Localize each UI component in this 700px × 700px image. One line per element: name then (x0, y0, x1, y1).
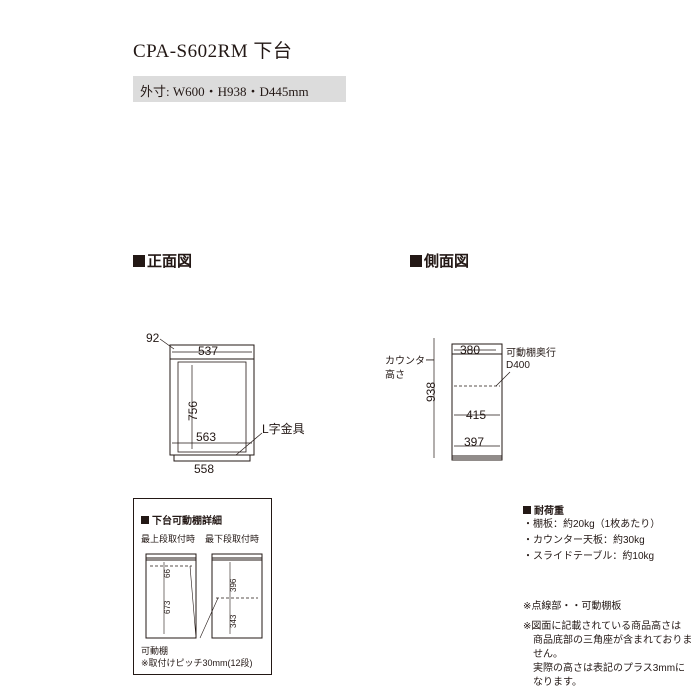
load-item-shelf: ・棚板：約20kg（1枚あたり） (523, 519, 661, 530)
square-bullet-icon (141, 516, 149, 524)
front-view-heading: 正面図 (133, 250, 192, 271)
detail-leader-left (189, 565, 197, 639)
square-bullet-icon (133, 255, 145, 267)
detail-caption-1: 可動棚 (141, 646, 169, 656)
counter-height-label-1: カウンター (385, 355, 435, 367)
dim-938-label: 938 (424, 382, 438, 402)
load-item-slide: ・スライドテーブル：約10kg (523, 551, 655, 562)
side-view-drawing: 380 415 397 938 カウンター 高さ 可動棚奥行 D400 (385, 338, 556, 461)
detail-right-cabinet (211, 557, 263, 639)
shelf-depth-leader (495, 371, 511, 387)
square-bullet-icon (410, 255, 422, 267)
dim-563-label: 563 (196, 430, 216, 444)
l-bracket-label: L字金具 (262, 421, 305, 436)
shelf-detail-box (133, 498, 272, 675)
outer-dims-bar (133, 76, 346, 102)
dim-343-label: 343 (229, 614, 238, 628)
dim-397-label: 397 (464, 435, 484, 449)
dim-92-leader (159, 338, 175, 350)
note-disclaimer-4: 実際の高さは表記のプラス3mmに (533, 663, 686, 674)
detail-left-top (145, 553, 197, 561)
detail-right-top (211, 553, 263, 561)
shelf-depth-label-2: D400 (506, 360, 530, 371)
note-disclaimer-2: 商品底部の三角座が含まれておりま (533, 635, 693, 646)
load-heading: 耐荷重 (523, 502, 564, 517)
note-dotted-line: ※点線部・・可動棚板 (523, 601, 622, 612)
bottom-mount-label: 最下段取付時 (205, 534, 260, 544)
dim-558-label: 558 (194, 462, 214, 475)
front-base (173, 454, 251, 462)
outer-dims-text: 外寸: W600・H938・D445mm (140, 84, 309, 99)
side-view-heading: 側面図 (410, 250, 469, 271)
dim-537-label: 537 (198, 344, 218, 358)
dim-92-label: 92 (146, 331, 160, 345)
front-counter-top (169, 344, 255, 360)
front-inner-opening (177, 361, 247, 453)
note-disclaimer-3: せん。 (533, 649, 563, 660)
dim-673-label: 673 (163, 600, 172, 614)
shelf-detail-drawing: 66 673 396 343 (145, 553, 263, 639)
square-bullet-icon (523, 506, 531, 514)
front-view-drawing: 537 92 756 563 558 L字金具 (146, 331, 305, 475)
dim-66-label: 66 (163, 569, 172, 578)
note-disclaimer-1: ※図面に記載されている商品高さは (523, 621, 682, 632)
detail-leader-right (199, 597, 219, 639)
page-title: CPA-S602RM 下台 (133, 41, 293, 62)
detail-caption-2: ※取付けピッチ30mm(12段) (141, 658, 253, 668)
l-bracket-leader (235, 432, 263, 456)
load-item-counter: ・カウンター天板：約30kg (523, 535, 645, 546)
note-disclaimer-5: なります。 (533, 677, 582, 688)
counter-height-label-2: 高さ (385, 368, 405, 381)
detail-left-cabinet (145, 557, 197, 639)
shelf-depth-label-1: 可動棚奥行 (506, 346, 556, 359)
top-mount-label: 最上段取付時 (141, 534, 196, 544)
dim-756-label: 756 (186, 401, 200, 421)
side-base (451, 455, 503, 461)
dim-380-label: 380 (460, 343, 480, 357)
dim-396-label: 396 (229, 578, 238, 592)
dim-415-label: 415 (466, 408, 486, 422)
shelf-detail-heading: 下台可動棚詳細 (141, 512, 222, 527)
